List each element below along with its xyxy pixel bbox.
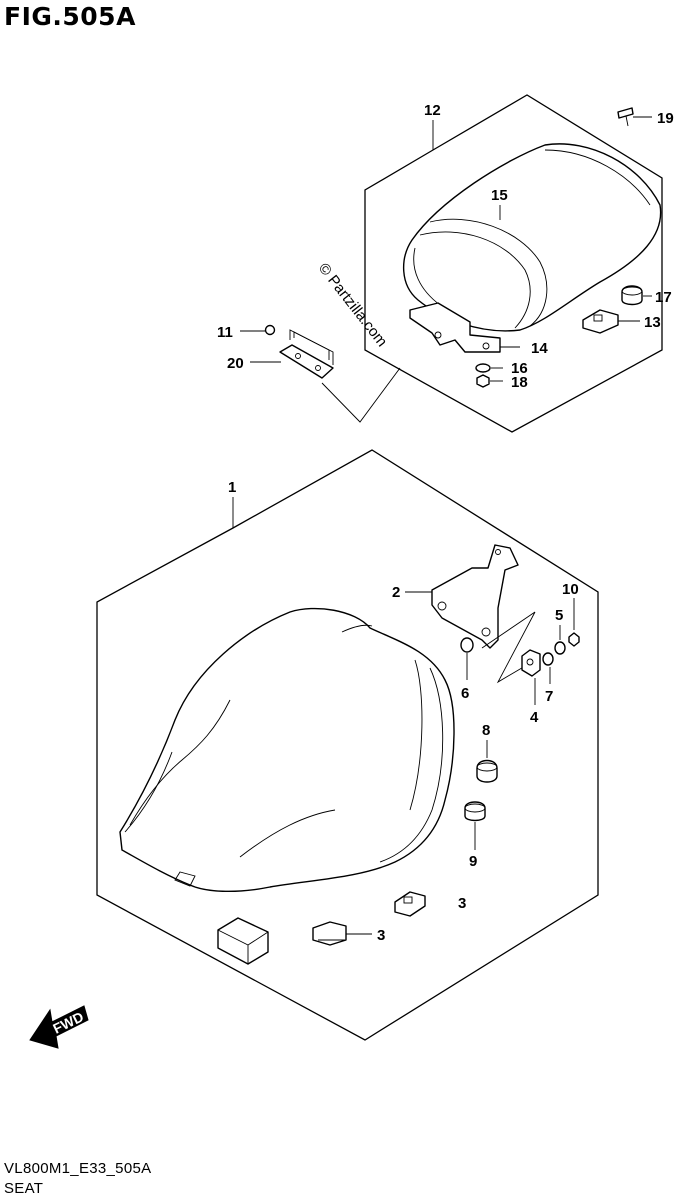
callout-17: 17 <box>655 289 672 306</box>
seat-bracket[interactable] <box>431 544 519 649</box>
front-seat-group-outline <box>96 449 599 1041</box>
callout-12: 12 <box>424 102 441 119</box>
callout-3b: 3 <box>377 927 385 944</box>
callout-1: 1 <box>228 479 236 496</box>
callout-20: 20 <box>227 355 244 372</box>
grommet-4[interactable] <box>521 649 541 677</box>
callout-3a: 3 <box>458 895 466 912</box>
clip-3b[interactable] <box>312 921 347 946</box>
callout-16: 16 <box>511 360 528 377</box>
callout-4: 4 <box>530 709 539 726</box>
cushion-8[interactable] <box>476 759 498 783</box>
fwd-label: FWD <box>50 1008 86 1036</box>
figure-name: SEAT <box>4 1180 44 1197</box>
figure-title: FIG.505A <box>4 2 136 31</box>
caution-label-block[interactable] <box>217 917 269 965</box>
nut-10[interactable] <box>568 632 580 647</box>
forward-arrow-icon: FWD <box>29 1005 89 1049</box>
clip-3a[interactable] <box>394 891 426 917</box>
callout-19: 19 <box>657 110 674 127</box>
rear-seat-bracket[interactable] <box>409 302 501 353</box>
callout-10: 10 <box>562 581 579 598</box>
callout-8: 8 <box>482 722 490 739</box>
callout-2: 2 <box>392 584 400 601</box>
cushion-17[interactable] <box>621 285 643 306</box>
collar-7[interactable] <box>542 652 554 666</box>
figure-code: VL800M1_E33_505A <box>4 1160 152 1177</box>
callout-13: 13 <box>644 314 661 331</box>
bracket-20[interactable] <box>279 329 334 379</box>
washer-5[interactable] <box>554 641 566 655</box>
bolt-11[interactable] <box>264 324 276 336</box>
front-seat-cushion[interactable] <box>119 607 455 893</box>
washer-16[interactable] <box>475 363 491 373</box>
callout-15: 15 <box>491 187 508 204</box>
callout-6: 6 <box>461 685 469 702</box>
nut-18[interactable] <box>476 374 490 388</box>
callout-18: 18 <box>511 374 528 391</box>
callout-5: 5 <box>555 607 563 624</box>
callout-14: 14 <box>531 340 548 357</box>
callout-9: 9 <box>469 853 477 870</box>
clip-13[interactable] <box>582 309 619 334</box>
rear-seat-cushion[interactable] <box>402 143 662 332</box>
rear-seat-group-outline <box>364 94 663 433</box>
screw-19[interactable] <box>617 107 634 127</box>
callout-11: 11 <box>217 324 233 341</box>
watermark-text: © Partzilla.com <box>315 260 391 350</box>
callout-7: 7 <box>545 688 553 705</box>
washer-6[interactable] <box>460 637 474 653</box>
cushion-9[interactable] <box>464 801 486 822</box>
